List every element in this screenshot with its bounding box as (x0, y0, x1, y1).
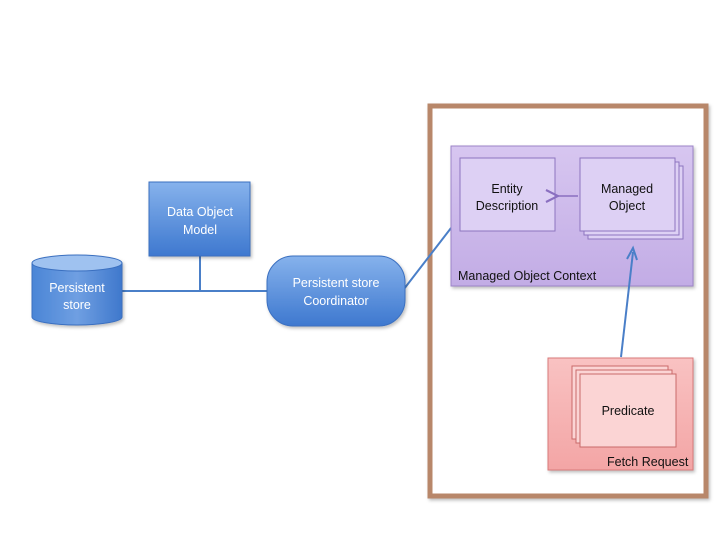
managed-object-stack: Managed Object (579, 157, 684, 240)
managed-object-label-2: Object (609, 199, 646, 213)
persistent-store-label-2: store (63, 298, 91, 312)
data-object-model-label-1: Data Object (167, 205, 234, 219)
entity-description-label-1: Entity (491, 182, 523, 196)
managed-object-context: Managed Object Context Entity Descriptio… (450, 145, 694, 287)
persistent-store-cylinder: Persistent store (31, 254, 123, 326)
connectors (122, 227, 452, 292)
predicate-stack: Predicate (571, 365, 677, 448)
predicate-label: Predicate (602, 404, 655, 418)
fetch-request: Fetch Request Predicate (547, 357, 694, 471)
entity-description-label-2: Description (476, 199, 539, 213)
fetch-request-label: Fetch Request (607, 455, 689, 469)
coordinator-label-1: Persistent store (293, 276, 380, 290)
coordinator-label-2: Coordinator (303, 294, 368, 308)
managed-object-context-label: Managed Object Context (458, 269, 597, 283)
connector-coordinator-to-context (403, 227, 452, 290)
data-object-model-box: Data Object Model (148, 181, 251, 257)
coordinator-box: Persistent store Coordinator (266, 255, 406, 327)
data-object-model-label-2: Model (183, 223, 217, 237)
persistent-store-label-1: Persistent (49, 281, 105, 295)
arrow-fetch-to-object (620, 245, 638, 358)
entity-description-box (459, 157, 556, 232)
managed-object-label-1: Managed (601, 182, 653, 196)
